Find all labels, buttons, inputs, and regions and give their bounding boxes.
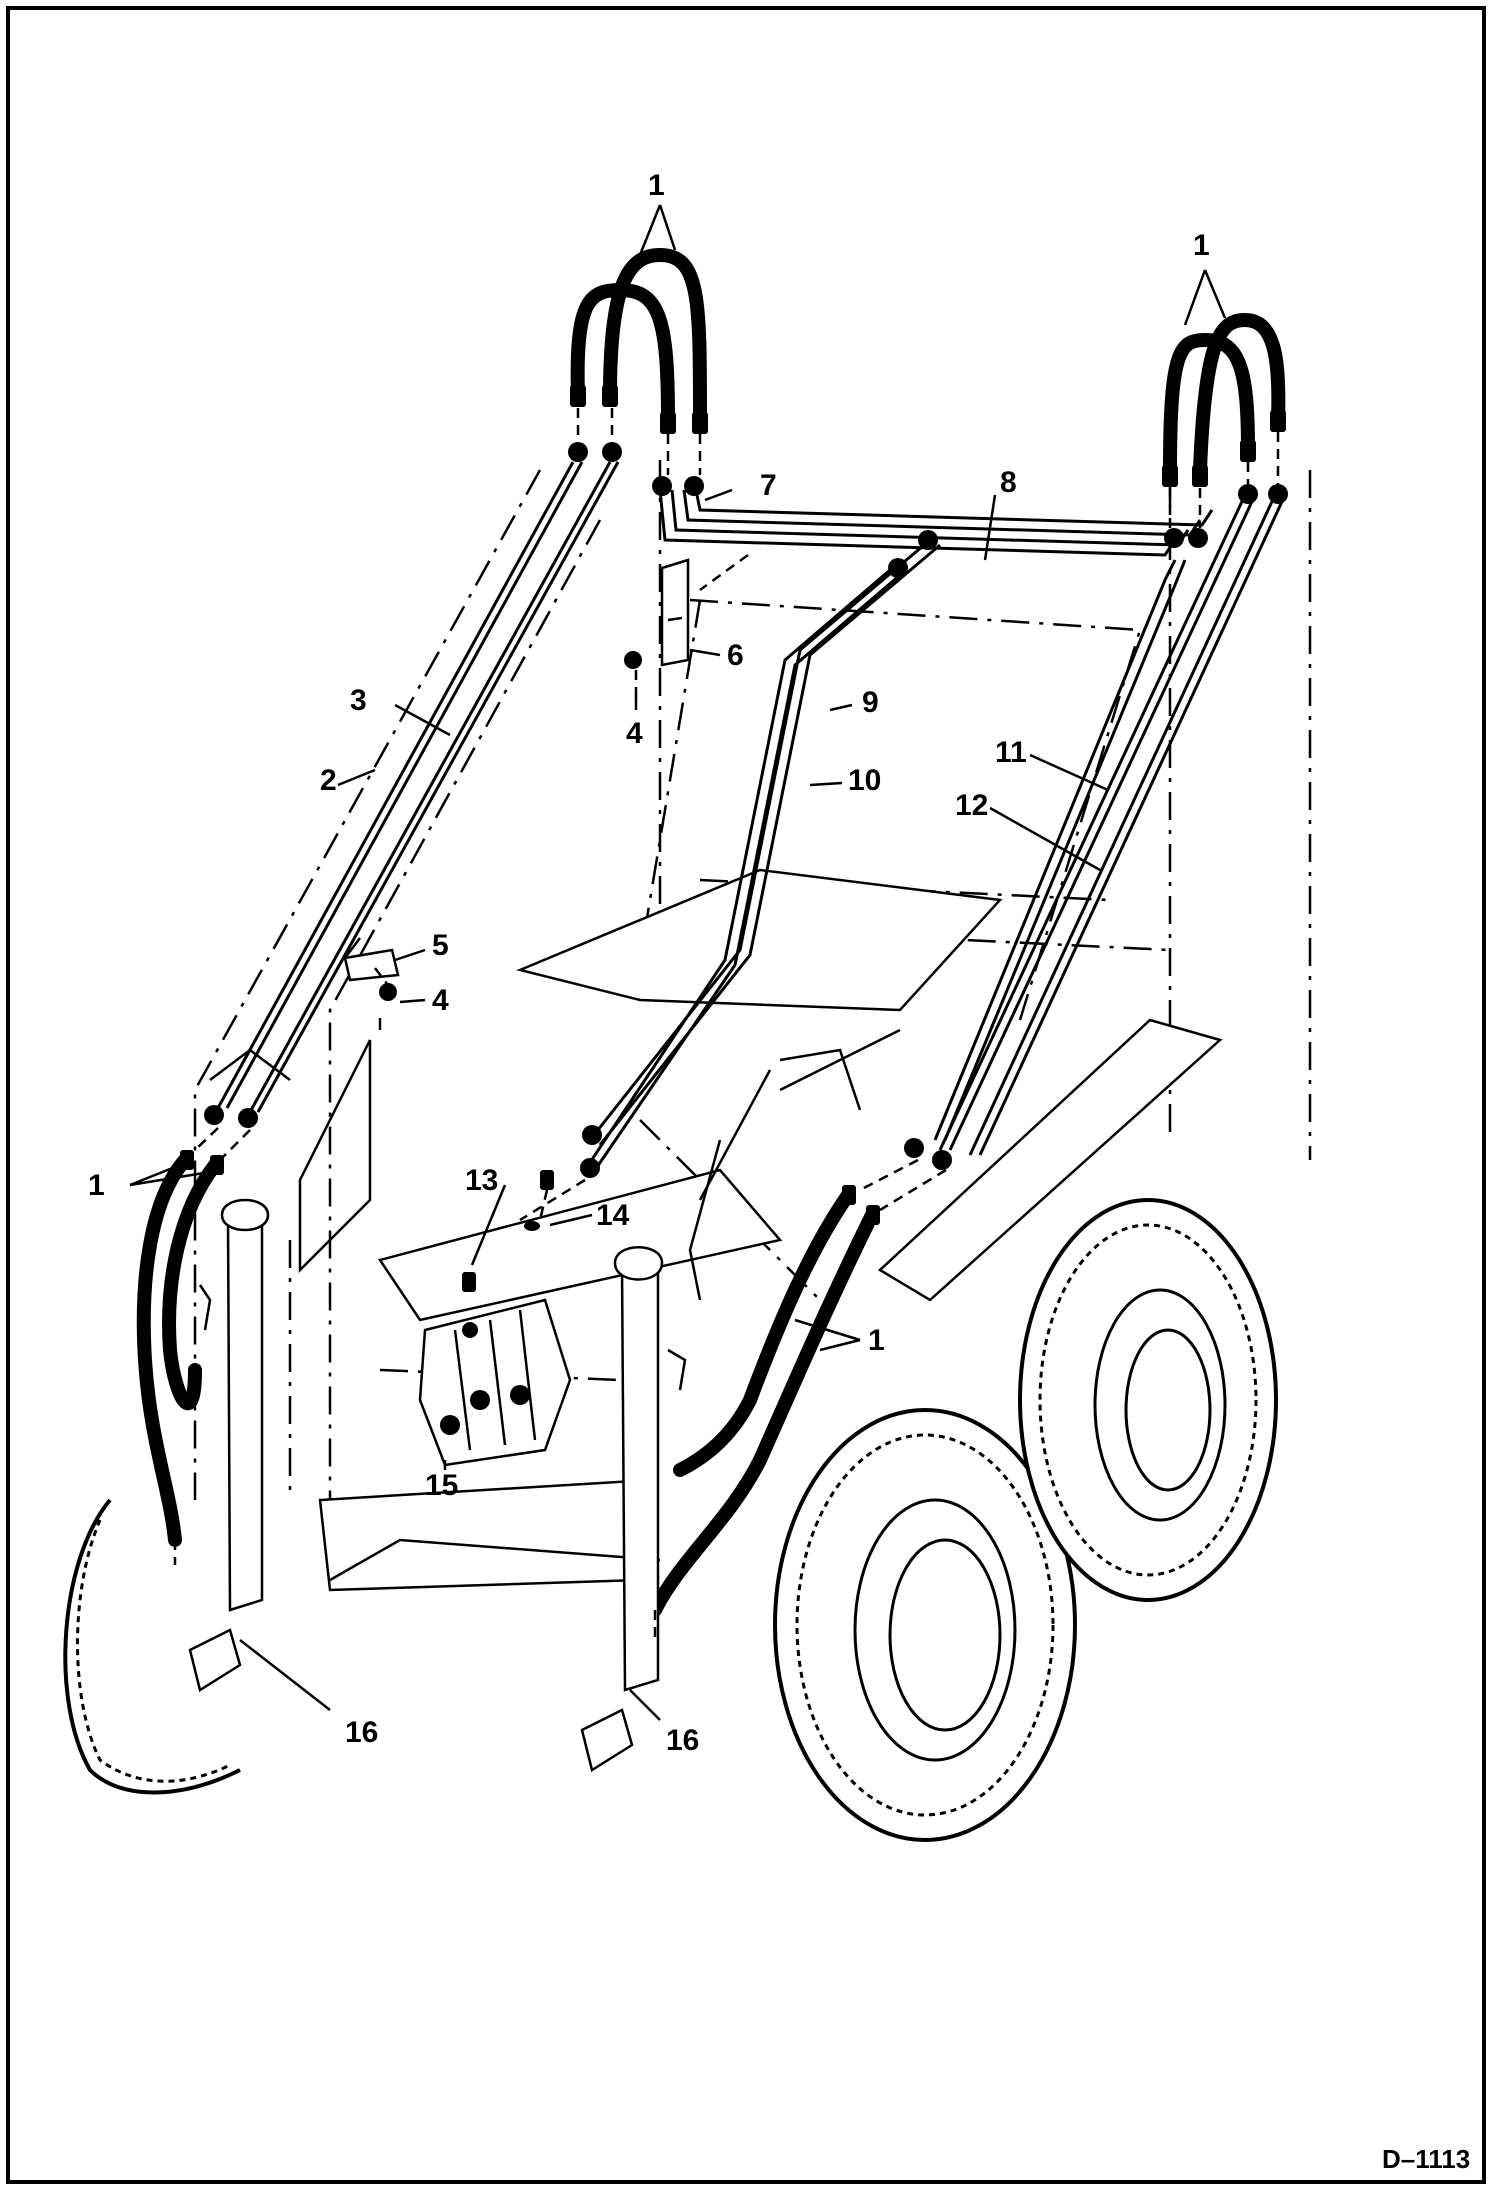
tube-3-left-inner bbox=[248, 461, 620, 1113]
clamp-6 bbox=[660, 558, 690, 667]
callout-12: 12 bbox=[955, 789, 988, 822]
lift-cylinder-right bbox=[580, 1246, 687, 1772]
callout-9: 9 bbox=[862, 686, 879, 719]
callout-7: 7 bbox=[760, 469, 777, 502]
drawing-reference-code: D–1113 bbox=[1382, 2144, 1470, 2174]
callout-4-upper: 4 bbox=[626, 717, 643, 750]
callout-15: 15 bbox=[425, 1469, 458, 1502]
callout-16-right: 16 bbox=[666, 1724, 699, 1757]
callout-11: 11 bbox=[995, 736, 1027, 769]
callout-1-top-right: 1 bbox=[1193, 229, 1210, 262]
callout-16-left: 16 bbox=[345, 1716, 378, 1749]
hose-1-top-right bbox=[1163, 312, 1286, 477]
callout-5: 5 bbox=[432, 929, 449, 962]
callout-labels: 1 1 1 1 2 3 4 4 5 6 7 8 9 10 11 12 13 14… bbox=[88, 169, 1210, 1757]
callout-13: 13 bbox=[465, 1164, 498, 1197]
callout-6: 6 bbox=[727, 639, 744, 672]
tube-2-left-outer bbox=[216, 461, 584, 1109]
rear-right-wheel bbox=[1018, 1198, 1278, 1602]
lift-cylinder-left bbox=[188, 1198, 270, 1692]
clamp-5 bbox=[343, 937, 400, 982]
hose-1-top-left bbox=[570, 247, 707, 427]
callout-2: 2 bbox=[320, 764, 337, 797]
hose-1-lower-left bbox=[136, 1153, 222, 1547]
callout-4-lower: 4 bbox=[432, 984, 449, 1017]
tube-11-right bbox=[933, 559, 1187, 1141]
tube-12-right bbox=[938, 494, 1287, 1156]
leader-lines bbox=[129, 204, 1227, 1721]
callout-1-top-left: 1 bbox=[648, 169, 665, 202]
tube-10-center bbox=[583, 568, 901, 1171]
hose-1-lower-right bbox=[648, 1188, 879, 1617]
chassis-body bbox=[209, 868, 1223, 1592]
callout-3: 3 bbox=[350, 684, 367, 717]
callout-14: 14 bbox=[596, 1199, 630, 1232]
control-valve bbox=[418, 1170, 572, 1467]
callout-8: 8 bbox=[1000, 466, 1017, 499]
connection-lines bbox=[173, 408, 1280, 1640]
front-right-wheel bbox=[773, 1408, 1077, 1842]
fittings bbox=[180, 385, 1288, 1225]
callout-10: 10 bbox=[848, 764, 881, 797]
callout-1-lower-left: 1 bbox=[88, 1169, 105, 1202]
front-left-wheel bbox=[63, 1498, 241, 1795]
callout-1-lower-right: 1 bbox=[868, 1324, 885, 1357]
tube-9-center bbox=[588, 538, 941, 1146]
